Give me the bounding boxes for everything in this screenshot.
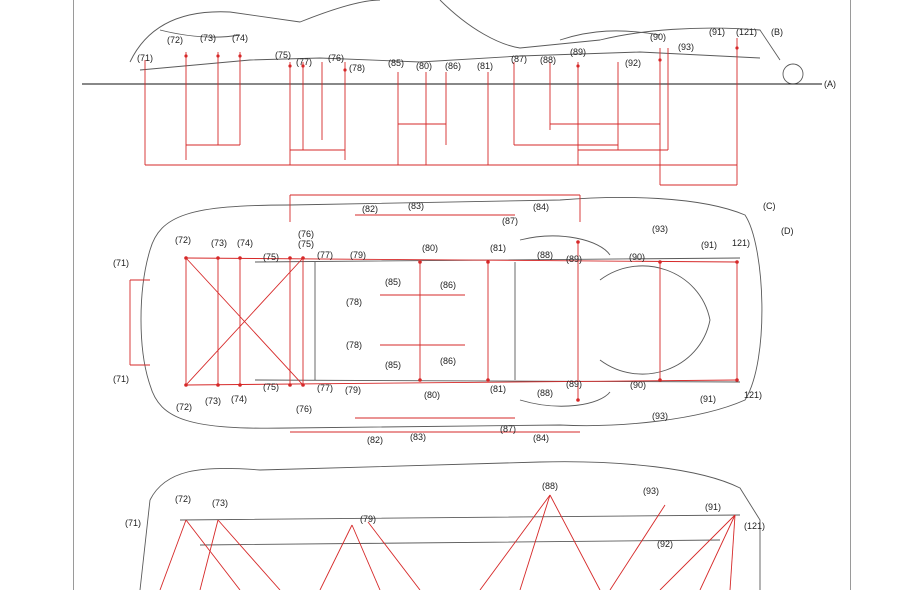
- underside-view: (82) (83) (84) (87) (C) (D) (72) (73) (7…: [113, 194, 794, 445]
- callout-71-side: (71): [137, 53, 153, 63]
- callout-93-bottom: (93): [652, 411, 668, 421]
- callout-76-bottom: (76): [296, 404, 312, 414]
- callout-93-side: (93): [678, 42, 694, 52]
- callout-89-bottom: (89): [566, 379, 582, 389]
- callout-91-perspective: (91): [705, 502, 721, 512]
- callout-83-bottom: (83): [410, 432, 426, 442]
- callout-89-top: (89): [566, 254, 582, 264]
- callout-93-top: (93): [652, 224, 668, 234]
- callout-86-lower: (86): [440, 356, 456, 366]
- callout-78-side: (78): [349, 63, 365, 73]
- callout-71-bottom: (71): [113, 374, 129, 384]
- callout-121-bottom: 121): [744, 390, 762, 400]
- callout-80-side: (80): [416, 61, 432, 71]
- callout-75-side: (75): [275, 50, 291, 60]
- callout-81-top: (81): [490, 243, 506, 253]
- callout-121-perspective: (121): [744, 521, 765, 531]
- callout-90-top: (90): [629, 252, 645, 262]
- callout-86-upper: (86): [440, 280, 456, 290]
- callout-91-top: (91): [701, 240, 717, 250]
- callout-91-side: (91): [709, 27, 725, 37]
- callout-90-bottom: (90): [630, 380, 646, 390]
- callout-92-side: (92): [625, 58, 641, 68]
- callout-78-lower: (78): [346, 340, 362, 350]
- reference-d: (D): [781, 226, 794, 236]
- callout-71-perspective: (71): [125, 518, 141, 528]
- callout-121-top: 121): [732, 238, 750, 248]
- reference-b: (B): [771, 27, 783, 37]
- side-view: (71) (72) (73) (74) (75) (77) (76) (78) …: [82, 0, 836, 186]
- callout-75-top-small: (75): [298, 239, 314, 249]
- callout-82-bottom: (82): [367, 435, 383, 445]
- callout-91-bottom: (91): [700, 394, 716, 404]
- left-margin-line: [73, 0, 74, 590]
- callout-72-side: (72): [167, 35, 183, 45]
- callout-81-bottom: (81): [490, 384, 506, 394]
- callout-76-top: (76): [298, 229, 314, 239]
- reference-a: (A): [824, 79, 836, 89]
- callout-74-top: (74): [237, 238, 253, 248]
- callout-75-bottom: (75): [263, 382, 279, 392]
- right-margin-line: [850, 0, 851, 590]
- callout-88-top: (88): [537, 250, 553, 260]
- callout-79-perspective: (79): [360, 514, 376, 524]
- callout-121-side: (121): [736, 27, 757, 37]
- callout-77-side: (77): [296, 57, 312, 67]
- callout-79-top: (79): [350, 250, 366, 260]
- callout-82-top: (82): [362, 204, 378, 214]
- callout-79-bottom: (79): [345, 385, 361, 395]
- callout-93-perspective: (93): [643, 486, 659, 496]
- callout-90-side: (90): [650, 32, 666, 42]
- callout-84-top: (84): [533, 202, 549, 212]
- callout-78-upper: (78): [346, 297, 362, 307]
- callout-73-bottom: (73): [205, 396, 221, 406]
- callout-85-lower: (85): [385, 360, 401, 370]
- callout-77-bottom: (77): [317, 383, 333, 393]
- callout-92-perspective: (92): [657, 539, 673, 549]
- callout-83-top: (83): [408, 201, 424, 211]
- callout-71-top: (71): [113, 258, 129, 268]
- perspective-view: (72) (73) (71) (79) (88) (93) (91) (121)…: [125, 461, 765, 590]
- callout-73-perspective: (73): [212, 498, 228, 508]
- callout-88-side: (88): [540, 55, 556, 65]
- callout-74-side: (74): [232, 33, 248, 43]
- callout-87-bottom: (87): [500, 424, 516, 434]
- callout-85-upper: (85): [385, 277, 401, 287]
- callout-86-side: (86): [445, 61, 461, 71]
- callout-89-side: (89): [570, 47, 586, 57]
- callout-72-perspective: (72): [175, 494, 191, 504]
- callout-87-top: (87): [502, 216, 518, 226]
- callout-77-top: (77): [317, 250, 333, 260]
- callout-80-bottom: (80): [424, 390, 440, 400]
- callout-73-side: (73): [200, 33, 216, 43]
- wheel-icon: [782, 63, 804, 85]
- callout-73-top: (73): [211, 238, 227, 248]
- callout-87-side: (87): [511, 54, 527, 64]
- callout-76-side: (76): [328, 53, 344, 63]
- callout-81-side: (81): [477, 61, 493, 71]
- callout-88-perspective: (88): [542, 481, 558, 491]
- callout-74-bottom: (74): [231, 394, 247, 404]
- callout-84-bottom: (84): [533, 433, 549, 443]
- callout-72-top: (72): [175, 235, 191, 245]
- reference-c: (C): [763, 201, 776, 211]
- callout-80-top: (80): [422, 243, 438, 253]
- callout-75-top: (75): [263, 252, 279, 262]
- callout-85-side: (85): [388, 58, 404, 68]
- callout-72-bottom: (72): [176, 402, 192, 412]
- callout-88-bottom: (88): [537, 388, 553, 398]
